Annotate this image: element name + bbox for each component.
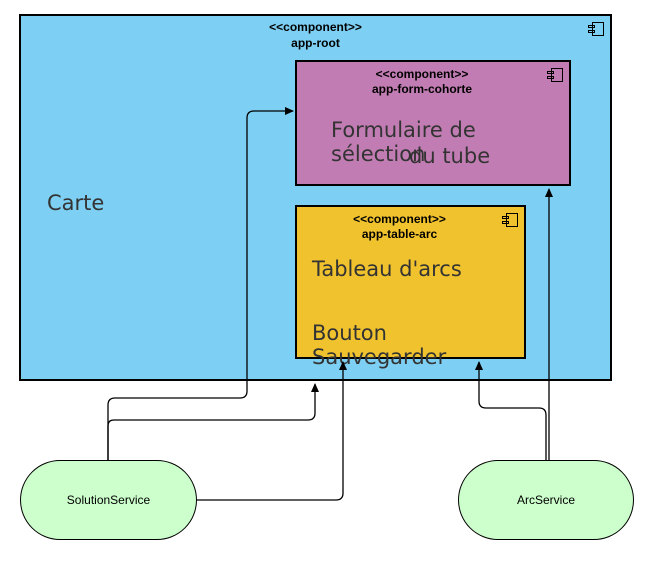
app-form-cohorte-name: app-form-cohorte xyxy=(372,82,472,96)
connector-solution-to-table xyxy=(197,361,347,501)
solution-service-node: SolutionService xyxy=(20,460,197,540)
app-table-arc-component: <<component>> app-table-arc Tableau d'ar… xyxy=(295,205,526,369)
connector-arc-to-table xyxy=(475,361,547,460)
form-label-line1: Formulaire de sélection xyxy=(331,118,476,166)
app-table-arc-stereotype: <<component>> xyxy=(353,212,446,226)
component-icon xyxy=(588,22,604,36)
app-form-cohorte-stereotype: <<component>> xyxy=(375,67,469,81)
component-icon xyxy=(502,213,518,227)
connector-solution-to-root xyxy=(107,383,319,460)
app-form-cohorte-component: <<component>> app-form-cohorte Formulair… xyxy=(295,60,571,186)
app-root-stereotype: <<component>> xyxy=(269,20,362,34)
form-label-line2: du tube xyxy=(409,144,491,168)
component-icon xyxy=(547,68,563,82)
arc-service-label: ArcService xyxy=(516,493,575,507)
app-root-label: Carte xyxy=(47,191,105,215)
app-root-name: app-root xyxy=(291,36,340,50)
connector-solution-to-form xyxy=(107,107,294,460)
table-label-line1: Tableau d'arcs xyxy=(312,257,462,281)
solution-service-label: SolutionService xyxy=(66,493,151,507)
arc-service-node: ArcService xyxy=(458,460,634,540)
app-table-arc-name: app-table-arc xyxy=(361,227,438,241)
table-label-line2: Bouton Sauvegarder xyxy=(312,321,447,369)
